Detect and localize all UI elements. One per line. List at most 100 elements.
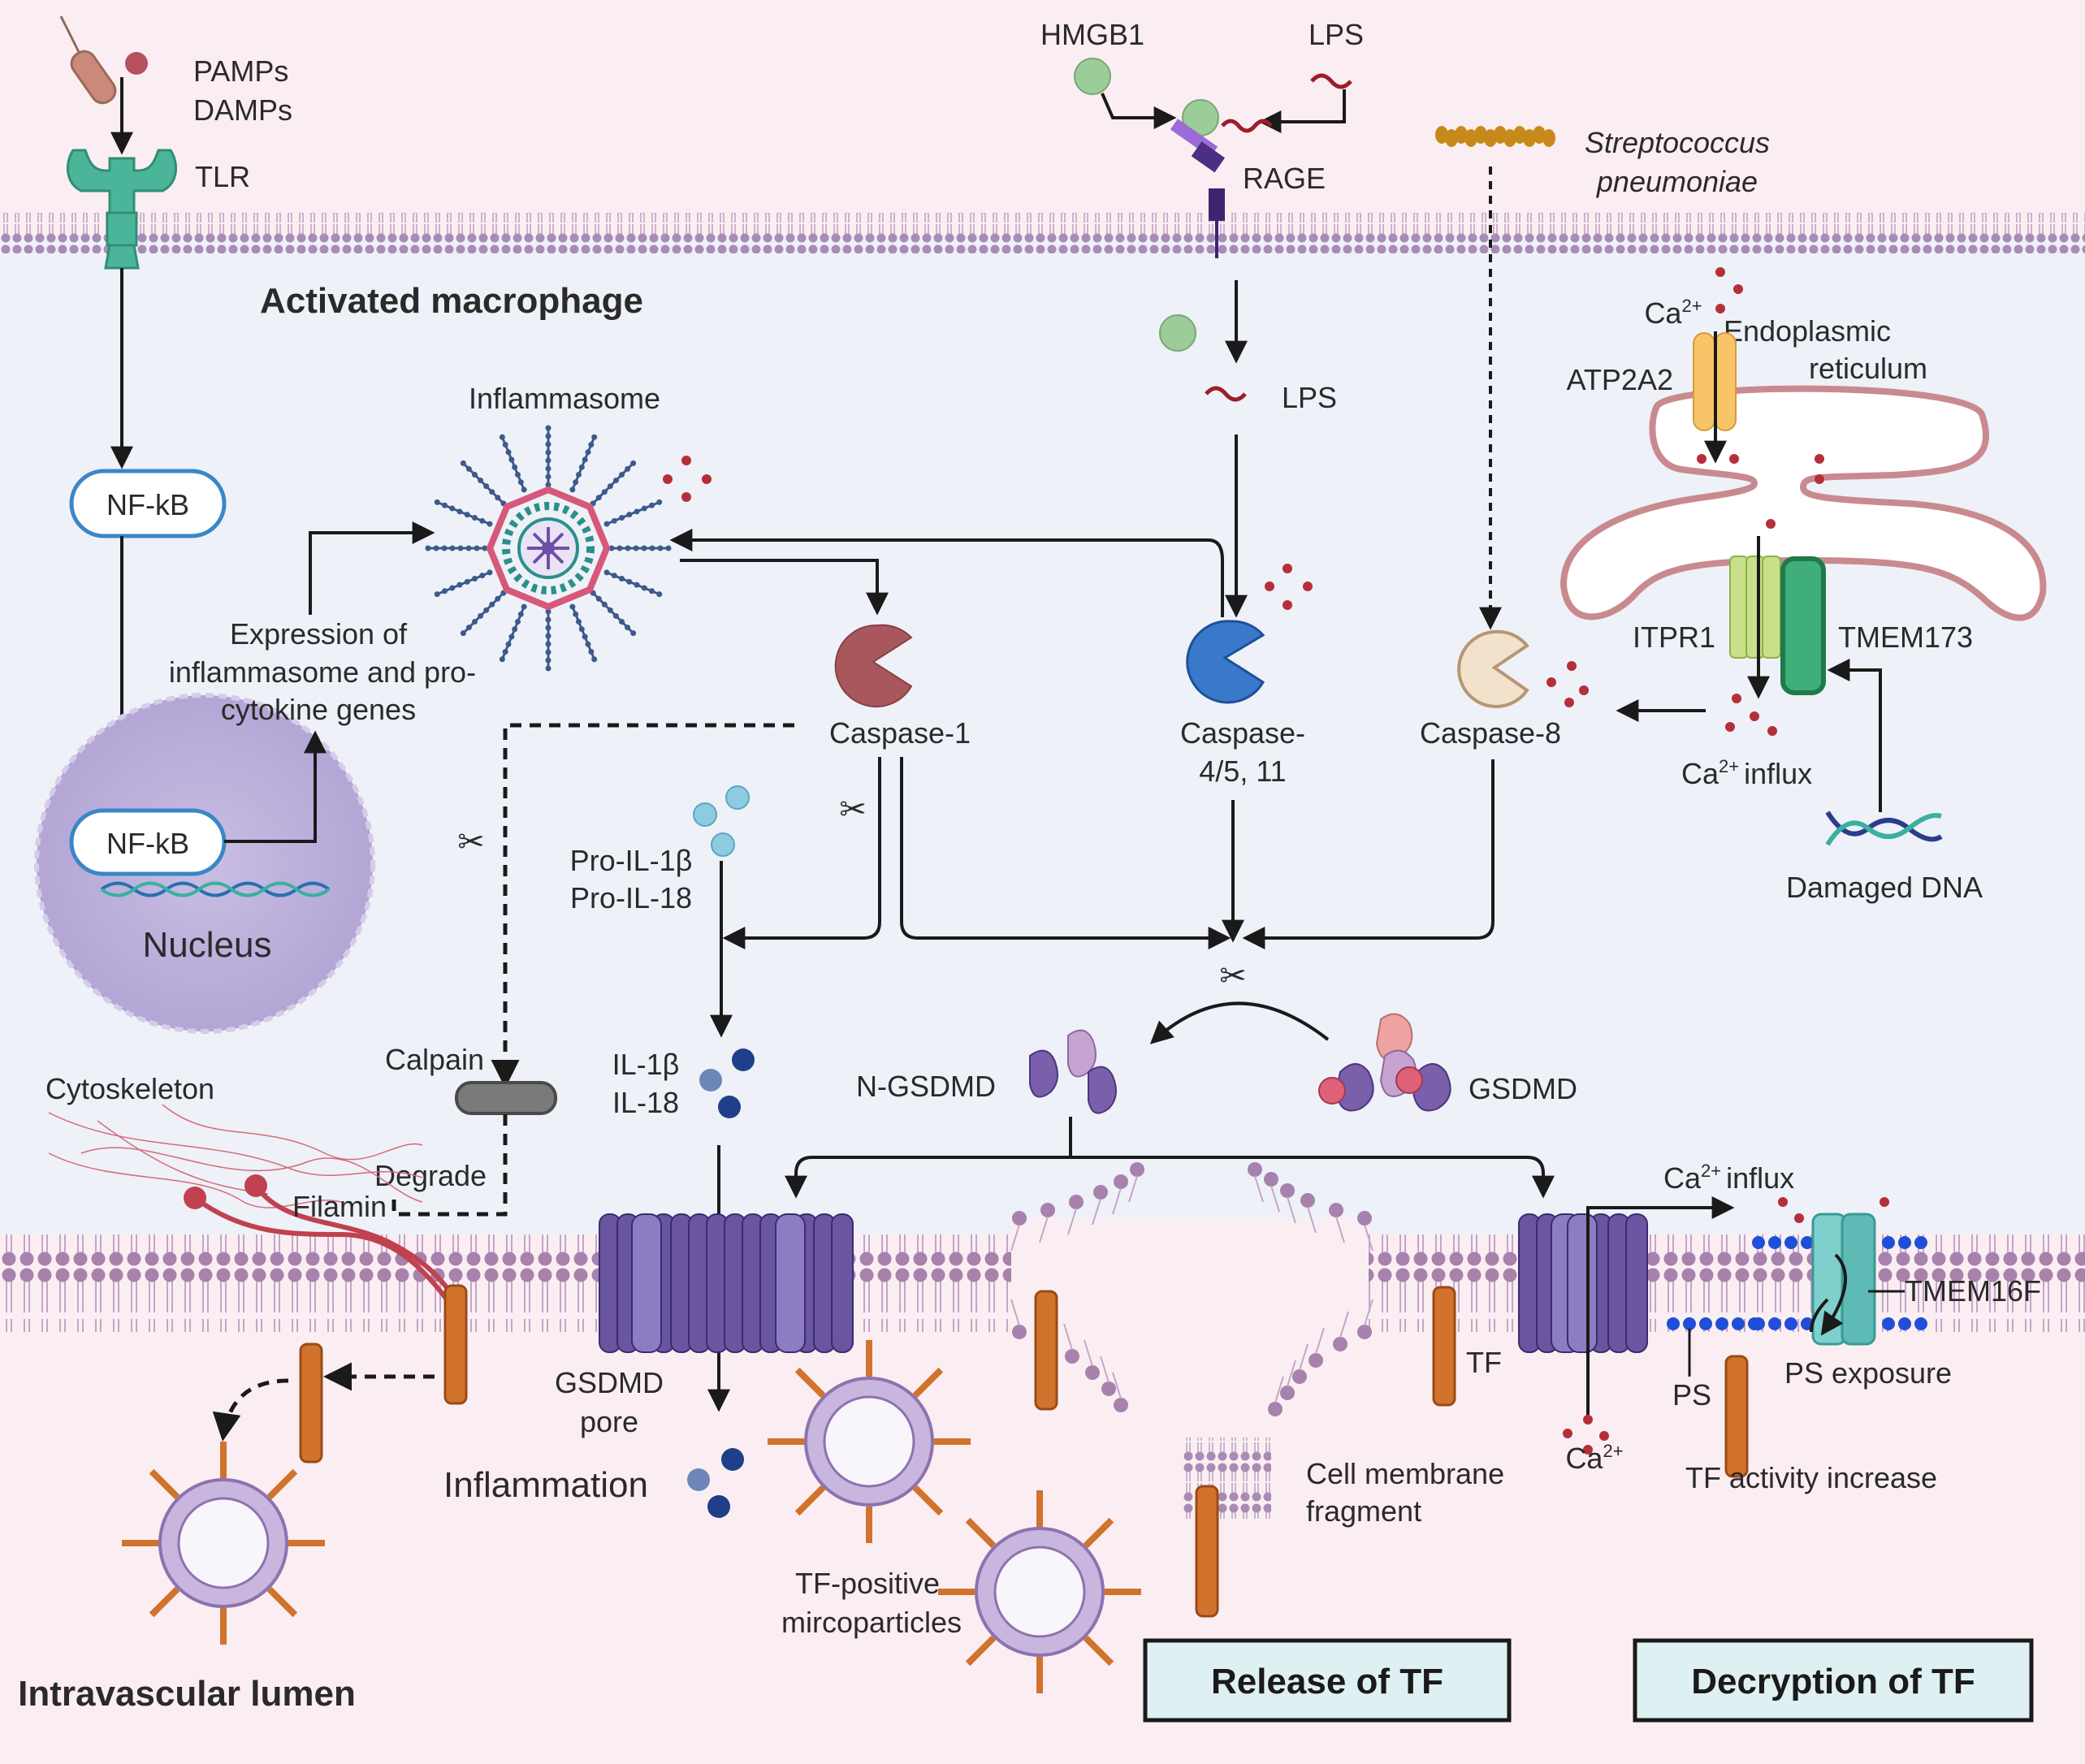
lps-top-label: LPS [1309,18,1364,51]
ps-bilayer-segment [1667,1236,1927,1330]
itpr1-label: ITPR1 [1633,620,1715,654]
cell-fragment-label-line2: fragment [1306,1494,1421,1528]
arrow-caspase1-calpain [491,723,794,1088]
tmem16f-label: TMEM16F [1905,1274,2041,1308]
caspase8-label: Caspase-8 [1420,716,1561,750]
caspase8-icon [1457,629,1529,708]
strep-label-line2: pneumoniae [1596,165,1758,198]
dots-near-caspase4 [1265,564,1313,610]
pamps-label: PAMPs [193,54,288,88]
pro-il18-label: Pro-IL-18 [570,881,692,914]
damaged-dna-icon [1825,811,1943,846]
dots-near-caspase8 [1546,661,1589,707]
arrow-expression-inflammasome [309,521,435,615]
inflammasome-icon [425,425,672,672]
release-tf-label: Release of TF [1211,1662,1443,1701]
cell-fragment-label-line1: Cell membrane [1306,1457,1504,1490]
ca-ions-bottom [1563,1197,1889,1455]
hmgb1-label: HMGB1 [1040,18,1144,51]
tlr-receptor-icon [66,149,178,270]
strep-label-line1: Streptococcus [1585,126,1770,159]
filamin-label: Filamin [292,1190,387,1223]
tf-positive-label-line1: TF-positive [795,1567,940,1600]
tf-left-membrane-icon [443,1284,468,1405]
tmem16f-scramblase-icon [1810,1213,1876,1346]
atp2a2-label: ATP2A2 [1567,363,1673,396]
arrow-ca-influx-bottom [1586,1196,1735,1417]
ps-label: PS [1672,1378,1711,1412]
tf-center-label: TF [1466,1346,1502,1379]
caspase4-label-line1: Caspase- [1180,716,1305,750]
il-icons [699,1048,755,1118]
rage-label: RAGE [1243,162,1326,195]
gsdmd-pore-label-line2: pore [580,1405,638,1438]
inflammasome-label: Inflammasome [469,382,660,415]
tf-rupture-left-icon [1034,1290,1058,1411]
cytoskeleton-fibers [48,1104,423,1208]
arrow-ngsdmd-pore-right [1071,1156,1555,1199]
decryption-tf-box: Decryption of TF [1633,1638,2034,1723]
inflammation-label: Inflammation [443,1465,648,1505]
lps-top-icon [1310,73,1352,89]
expression-label-line2: inflammasome and pro- [169,655,476,689]
damp-molecule-icon [125,52,148,75]
pro-il-icons [693,785,750,857]
caspase4-icon [1186,620,1265,704]
caspase1-label: Caspase-1 [829,716,971,750]
ca2-bottom-label: Ca2+ [1565,1441,1623,1475]
degrade-label: Degrade [374,1159,487,1192]
microparticle-left-icon [122,1442,325,1645]
filamin-icon [184,1174,457,1301]
endoplasmic-reticulum [1559,385,2047,621]
arrow-hmgb1-rage [1101,93,1177,129]
ruptured-membrane-edge [1010,1162,1373,1416]
released-il-icons [687,1448,744,1518]
caspase4-label-line2: 4/5, 11 [1199,754,1286,788]
intravascular-label: Intravascular lumen [18,1674,356,1714]
hmgb1-internal-icon [1159,314,1196,352]
cytoskeleton-label: Cytoskeleton [45,1072,214,1105]
membrane-fragment-icon [1182,1438,1271,1618]
itpr1-channel-icon [1729,556,1781,659]
ca-influx-bottom-label: Ca2+influx [1663,1161,1794,1195]
gsdmd-icon [1318,1013,1451,1112]
calpain-icon [455,1081,557,1115]
tf-right-icon [1724,1355,1749,1478]
arrow-ngsdmd-pore-left [785,1156,1071,1199]
scissors-icon-gsdmd: ✂ [1219,958,1247,994]
calpain-label: Calpain [385,1043,484,1076]
tf-activity-label: TF activity increase [1685,1461,1937,1494]
dots-near-inflammasome [663,456,712,502]
bacterium-icon [59,15,117,105]
streptococcus-chain-icon [1435,126,1555,147]
nfkb-cytoplasm-box [69,469,227,538]
il18-label: IL-18 [612,1086,679,1119]
rage-receptor-icon [1170,99,1273,258]
dna-icon-nucleus [100,881,331,897]
scissors-icon-calpain: ✂ [457,824,485,860]
er-label-line1: Endoplasmic [1724,314,1891,348]
gsdmd-pore-right-icon [1518,1213,1648,1353]
hmgb1-icon [1074,58,1111,95]
expression-label-line3: cytokine genes [221,693,416,726]
top-membrane [0,213,2085,253]
ngsdmd-icon [1029,1029,1117,1114]
arrow-tf-microparticle-left [212,1378,289,1442]
activated-macrophage-label: Activated macrophage [260,281,643,321]
ca-ions-influx [1725,694,1777,736]
arc-caspase4 [1208,538,1224,617]
il1b-label: IL-1β [612,1048,680,1081]
gsdmd-pore-label-line1: GSDMD [555,1366,664,1399]
decryption-tf-label: Decryption of TF [1691,1662,1975,1701]
damaged-dna-label: Damaged DNA [1786,871,1983,904]
pro-il1b-label: Pro-IL-1β [570,844,693,877]
scissors-icon-proil: ✂ [839,792,867,828]
arrow-lps-rage [1258,89,1346,133]
caspase1-icon [834,624,913,707]
lps-mid-label: LPS [1282,381,1337,414]
gsdmd-pore-left-icon [599,1213,854,1353]
arrow-inflammasome-caspase1 [680,559,889,616]
tf-center-icon [1432,1286,1456,1407]
